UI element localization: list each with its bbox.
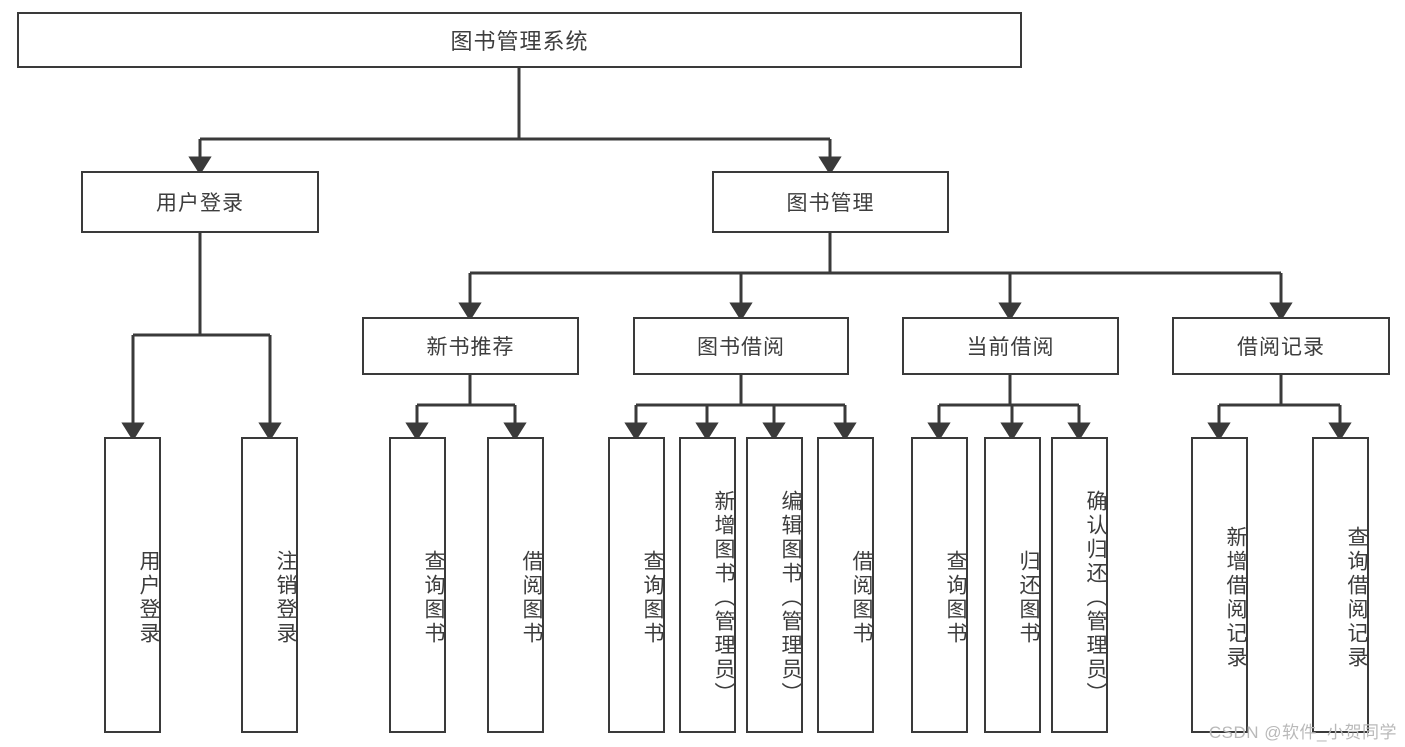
- node-leaf-confirm-return-label: 确认归还（管理员）: [1084, 490, 1107, 706]
- node-leaf-query-record-label: 查询借阅记录: [1345, 526, 1368, 670]
- node-current-borrow-label: 当前借阅: [966, 336, 1055, 359]
- node-leaf-add-record-label: 新增借阅记录: [1224, 526, 1247, 670]
- node-leaf-query-record[interactable]: 查询借阅记录: [1312, 437, 1369, 733]
- node-leaf-user-login[interactable]: 用户登录: [104, 437, 161, 733]
- node-leaf-query-book-3[interactable]: 查询图书: [911, 437, 968, 733]
- node-leaf-logout[interactable]: 注销登录: [241, 437, 298, 733]
- node-leaf-add-book-label: 新增图书（管理员）: [712, 490, 735, 706]
- node-book-manage-label: 图书管理: [786, 192, 875, 215]
- node-user-login[interactable]: 用户登录: [81, 171, 319, 233]
- node-borrow-record[interactable]: 借阅记录: [1172, 317, 1390, 375]
- node-leaf-return-book-label: 归还图书: [1017, 550, 1040, 646]
- watermark: CSDN @软件_小贺同学: [1208, 723, 1397, 742]
- node-leaf-borrow-book-2-label: 借阅图书: [850, 550, 873, 646]
- node-book-borrow[interactable]: 图书借阅: [633, 317, 849, 375]
- node-leaf-add-record[interactable]: 新增借阅记录: [1191, 437, 1248, 733]
- node-leaf-add-book[interactable]: 新增图书（管理员）: [679, 437, 736, 733]
- node-leaf-edit-book-label: 编辑图书（管理员）: [779, 490, 802, 706]
- node-leaf-borrow-book-2[interactable]: 借阅图书: [817, 437, 874, 733]
- node-leaf-user-login-label: 用户登录: [137, 550, 160, 646]
- node-leaf-query-book-2-label: 查询图书: [641, 550, 664, 646]
- node-current-borrow[interactable]: 当前借阅: [902, 317, 1119, 375]
- node-new-book-recommend[interactable]: 新书推荐: [362, 317, 579, 375]
- node-new-book-recommend-label: 新书推荐: [426, 336, 515, 359]
- node-leaf-edit-book[interactable]: 编辑图书（管理员）: [746, 437, 803, 733]
- node-leaf-query-book-2[interactable]: 查询图书: [608, 437, 665, 733]
- node-leaf-logout-label: 注销登录: [274, 550, 297, 646]
- node-leaf-return-book[interactable]: 归还图书: [984, 437, 1041, 733]
- node-borrow-record-label: 借阅记录: [1237, 336, 1325, 359]
- node-book-manage[interactable]: 图书管理: [712, 171, 949, 233]
- node-leaf-confirm-return[interactable]: 确认归还（管理员）: [1051, 437, 1108, 733]
- node-leaf-borrow-book-1[interactable]: 借阅图书: [487, 437, 544, 733]
- node-leaf-query-book-3-label: 查询图书: [944, 550, 967, 646]
- node-leaf-query-book-1-label: 查询图书: [422, 550, 445, 646]
- node-leaf-borrow-book-1-label: 借阅图书: [520, 550, 543, 646]
- node-root[interactable]: 图书管理系统: [17, 12, 1022, 68]
- node-book-borrow-label: 图书借阅: [697, 336, 785, 359]
- node-root-label: 图书管理系统: [450, 29, 589, 54]
- node-user-login-label: 用户登录: [156, 192, 244, 215]
- node-leaf-query-book-1[interactable]: 查询图书: [389, 437, 446, 733]
